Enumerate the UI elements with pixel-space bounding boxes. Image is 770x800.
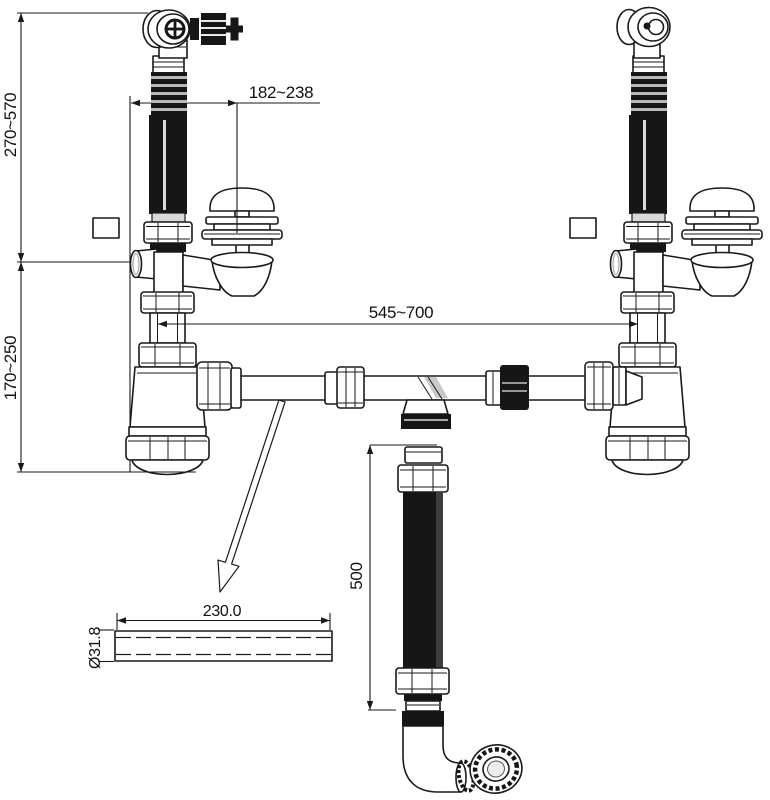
dim-detail-pipe-diameter: Ø31.8: [87, 627, 104, 669]
dim-detail-pipe-length: 230.0: [203, 603, 242, 620]
outlet-collar-bottom: [405, 700, 441, 712]
outlet-assembly: [395, 446, 523, 794]
detail-pipe-view: 230.0 Ø31.8: [87, 603, 333, 669]
bracket-marker-right: [569, 217, 597, 239]
dim-overflow-to-waste-offset: 182~238: [249, 83, 314, 102]
dim-overflow-hose-height: 270~570: [1, 93, 20, 158]
outlet-nut-bottom: [395, 667, 450, 695]
outlet-collar-top: [404, 446, 443, 464]
detail-leader-arrow: [217, 399, 286, 593]
right-trap-inlet-nut: [584, 361, 643, 411]
right-overflow-head: [616, 6, 671, 59]
left-sink-assembly: [125, 55, 283, 476]
union-nut-2: [485, 365, 529, 410]
outlet-elbow: [402, 725, 476, 793]
outlet-hose: [403, 492, 443, 668]
dim-horizontal-pipe-span: 545~700: [369, 303, 434, 322]
dimension-overlay: 270~570 170~250 182~238 545~700 500: [1, 12, 638, 711]
horizontal-pipe: [229, 365, 642, 429]
outlet-nut-top: [397, 464, 449, 493]
bracket-marker-left: [92, 217, 120, 239]
left-trap-outlet-nut: [196, 361, 242, 411]
dim-outlet-hose-length: 500: [347, 562, 366, 589]
phillips-screw-icon: [164, 18, 186, 40]
hose-barb-connector: [190, 13, 243, 45]
right-sink-assembly: [605, 55, 763, 476]
outlet-coupling-ring: [469, 744, 523, 794]
union-nut-1: [324, 366, 365, 409]
tee-fitting: [401, 376, 451, 429]
left-overflow-head: [142, 9, 243, 59]
dim-trap-height: 170~250: [1, 336, 20, 401]
